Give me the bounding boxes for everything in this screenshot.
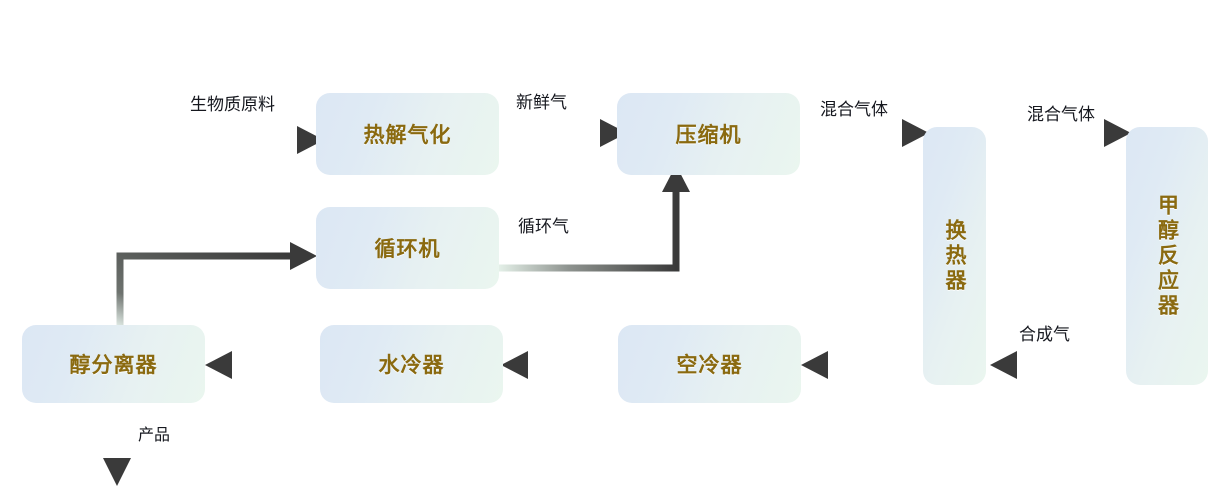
unit-label: 循环机 (374, 238, 441, 261)
stream-label-syngas: 合成气 (1019, 325, 1070, 345)
stream-label-mixed-gas-1: 混合气体 (820, 100, 888, 120)
stream-arrow-syngas (990, 351, 1128, 379)
unit-alcohol-separator[interactable]: 醇分离器 (22, 325, 205, 403)
stream-label-fresh-gas: 新鲜气 (516, 93, 567, 113)
unit-heat-exchanger[interactable]: 换热器 (923, 127, 986, 385)
stream-label-feed: 生物质原料 (190, 95, 275, 115)
stream-label-product: 产品 (138, 425, 171, 444)
unit-label: 压缩机 (675, 124, 742, 147)
stream-arrow-recycle-return (116, 242, 317, 330)
stream-label-mixed-gas-2: 混合气体 (1027, 105, 1095, 125)
unit-label: 空冷器 (676, 354, 743, 377)
unit-pyrolysis[interactable]: 热解气化 (316, 93, 499, 175)
stream-arrow-mixed-gas-1 (797, 119, 929, 147)
stream-arrow-feed (196, 126, 324, 154)
unit-label: 热解气化 (363, 124, 452, 147)
stream-arrow-to-water-cooler (501, 351, 618, 379)
unit-compressor[interactable]: 压缩机 (617, 93, 800, 175)
unit-water-cooler[interactable]: 水冷器 (320, 325, 503, 403)
stream-arrow-product (103, 400, 131, 486)
stream-arrow-to-separator (205, 351, 318, 379)
unit-recycler[interactable]: 循环机 (316, 207, 499, 289)
stream-arrow-to-air-cooler (801, 351, 921, 379)
stream-label-recycle-gas: 循环气 (518, 217, 569, 237)
unit-label: 醇分离器 (69, 354, 158, 377)
unit-label: 换热器 (943, 218, 967, 294)
unit-label: 水冷器 (378, 354, 445, 377)
unit-methanol-reactor[interactable]: 甲醇反应器 (1126, 127, 1208, 385)
stream-arrow-fresh-gas (497, 119, 627, 147)
unit-label: 甲醇反应器 (1155, 193, 1179, 319)
unit-air-cooler[interactable]: 空冷器 (618, 325, 801, 403)
